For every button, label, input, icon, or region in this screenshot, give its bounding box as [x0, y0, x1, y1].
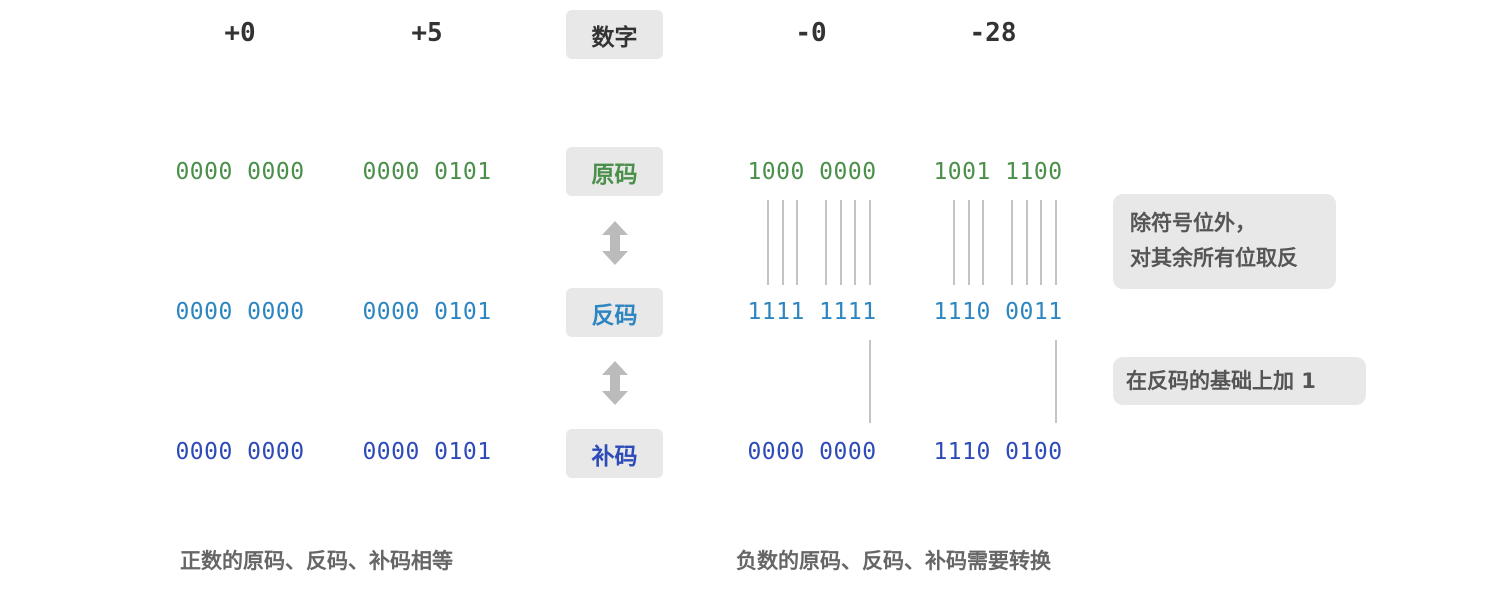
- original-code-pos5: 0000 0101: [362, 159, 492, 185]
- negative-caption: 负数的原码、反码、补码需要转换: [736, 549, 1051, 573]
- complement-code-neg28: 1110 0100: [933, 439, 1063, 465]
- double-vertical-arrow-icon: [602, 221, 628, 265]
- invert-note-line-2: 对其余所有位取反: [1130, 246, 1298, 270]
- complement-code-neg0: 0000 0000: [747, 439, 877, 465]
- complement-code-label: 补码: [566, 429, 663, 478]
- double-vertical-arrow-icon: [602, 361, 628, 405]
- number-positive-zero: +0: [224, 18, 256, 48]
- number-positive-five: +5: [411, 18, 443, 48]
- complement-code-pos0: 0000 0000: [175, 439, 305, 465]
- inverse-code-neg28: 1110 0011: [933, 299, 1063, 325]
- complement-code-pos5: 0000 0101: [362, 439, 492, 465]
- inverse-code-neg0: 1111 1111: [747, 299, 877, 325]
- original-code-pos0: 0000 0000: [175, 159, 305, 185]
- add-one-note-text: 在反码的基础上加 1: [1126, 369, 1316, 393]
- inverse-code-label: 反码: [566, 288, 663, 337]
- original-code-neg28: 1001 1100: [933, 159, 1063, 185]
- add-one-note: 在反码的基础上加 1: [1113, 357, 1366, 405]
- original-code-neg0: 1000 0000: [747, 159, 877, 185]
- invert-bits-note: 除符号位外， 对其余所有位取反: [1113, 194, 1336, 289]
- invert-note-line-1: 除符号位外，: [1130, 211, 1256, 235]
- number-column-label: 数字: [566, 10, 663, 59]
- number-negative-28: -28: [969, 18, 1017, 48]
- original-code-label: 原码: [566, 147, 663, 196]
- number-negative-zero: -0: [795, 18, 827, 48]
- inverse-code-pos0: 0000 0000: [175, 299, 305, 325]
- positive-caption: 正数的原码、反码、补码相等: [180, 549, 453, 573]
- inverse-code-pos5: 0000 0101: [362, 299, 492, 325]
